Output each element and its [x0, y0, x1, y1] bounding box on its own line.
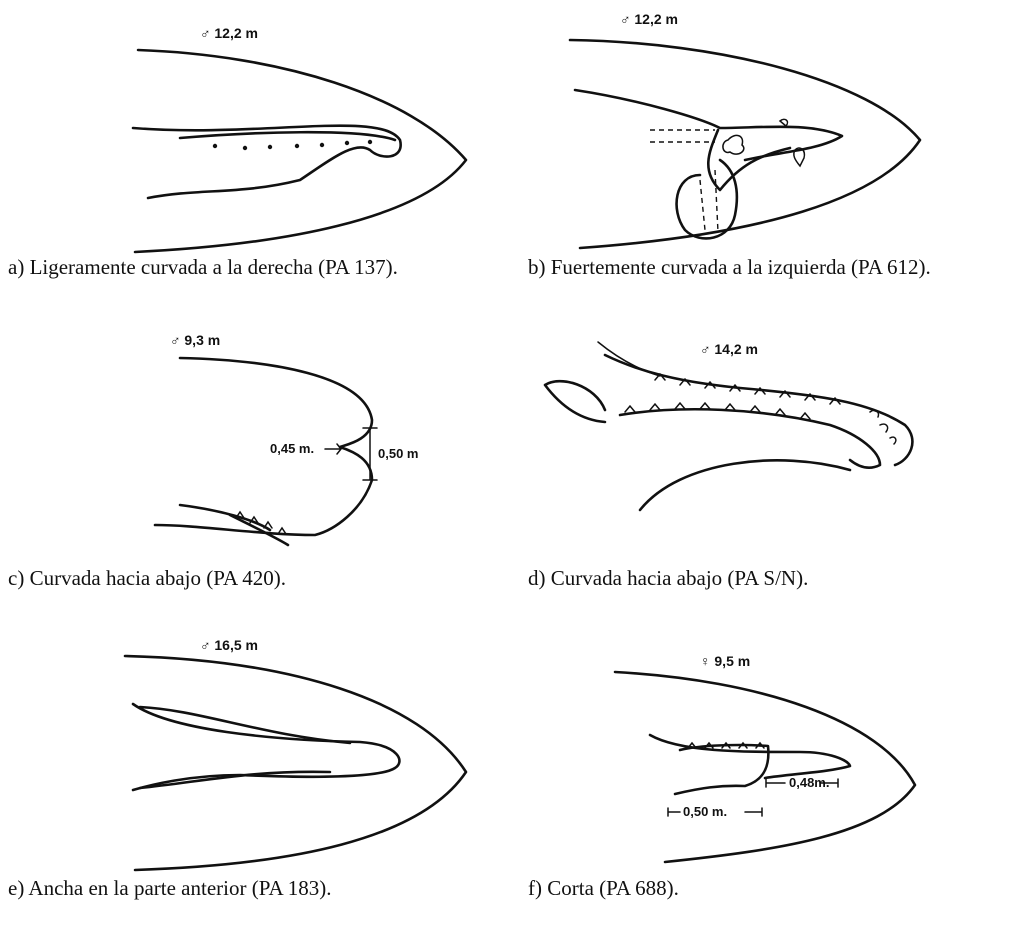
measure-label-f-1: 0,48m. [789, 775, 829, 790]
specimen-label-f: ♀ 9,5 m [700, 653, 750, 669]
caption-f: f) Corta (PA 688). [528, 876, 679, 901]
measure-label-f-2: 0,50 m. [683, 804, 727, 819]
